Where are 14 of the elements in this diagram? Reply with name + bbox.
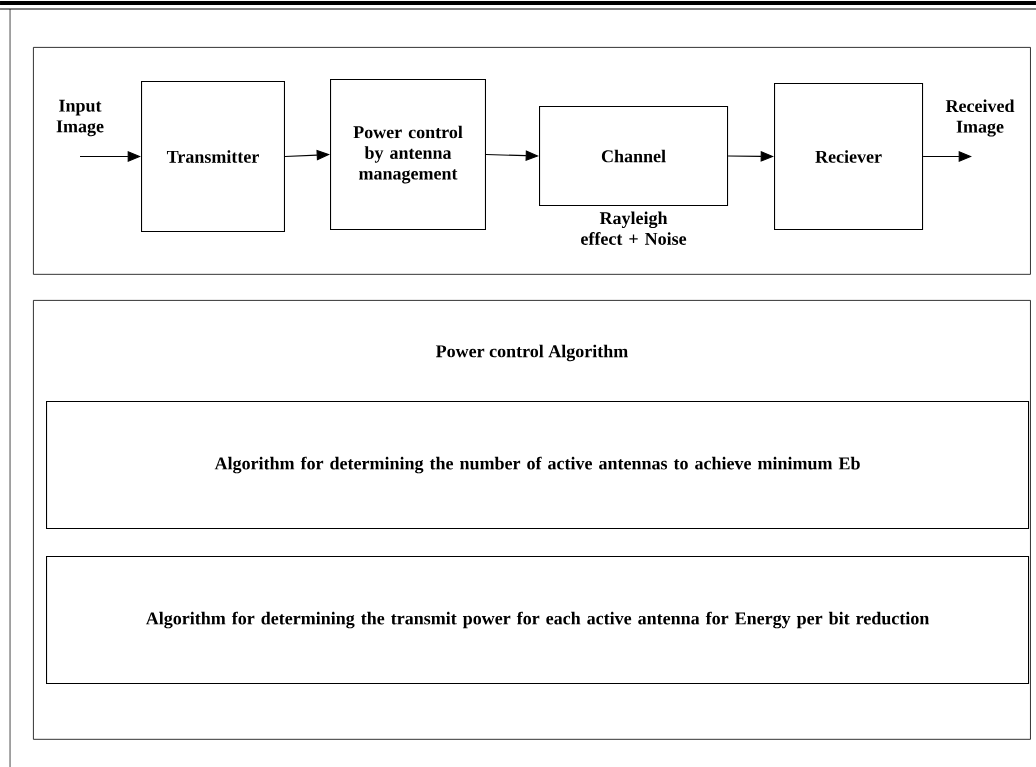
arrow xyxy=(727,150,774,162)
process-box: Channel xyxy=(539,106,729,206)
arrow xyxy=(284,149,330,161)
arrow xyxy=(922,151,972,162)
process-box: Transmitter xyxy=(141,81,285,233)
process-box: Reciever xyxy=(774,83,924,231)
block-label: Input Image xyxy=(56,99,104,137)
process-box: Algorithm for determining the transmit power for each active antenna for Energy per bit reduction xyxy=(46,556,1030,684)
process-box: Power control by antenna management xyxy=(330,79,486,231)
caption-text: Rayleigh effect + Noise xyxy=(581,211,687,245)
process-box: Algorithm for determining the number of active antennas to achieve minimum Eb xyxy=(46,401,1030,529)
panel xyxy=(33,47,1031,275)
arrow xyxy=(79,151,141,162)
block-label: Received Image xyxy=(945,99,1015,137)
